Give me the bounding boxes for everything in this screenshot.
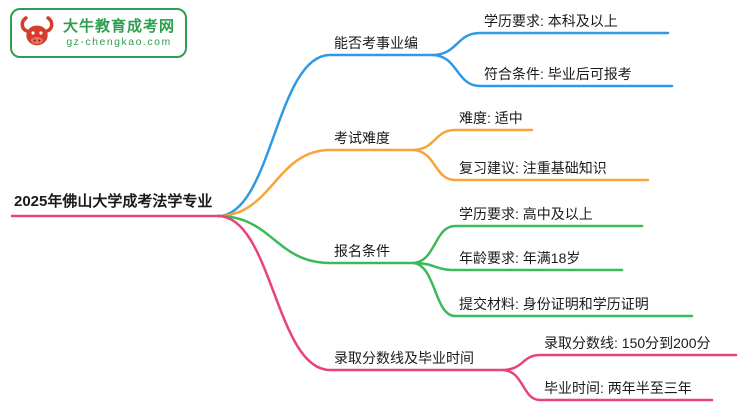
branch-node-scores: 录取分数线及毕业时间 (334, 350, 474, 366)
branch-node-requirements: 报名条件 (334, 243, 390, 259)
branch-line-career (216, 31, 674, 218)
child-node-score-line: 录取分数线: 150分到200分 (544, 335, 711, 351)
branch-node-career: 能否考事业编 (334, 35, 418, 51)
branch-line-requirements (216, 214, 694, 318)
child-node-req-materials: 提交材料: 身份证明和学历证明 (459, 296, 649, 312)
branch-line-scores (216, 214, 738, 402)
child-node-difficulty-advice: 复习建议: 注重基础知识 (459, 160, 607, 176)
child-node-graduation-time: 毕业时间: 两年半至三年 (544, 380, 692, 396)
root-node: 2025年佛山大学成考法学专业 (14, 193, 213, 210)
branch-node-difficulty: 考试难度 (334, 130, 390, 146)
site-logo: 大牛教育成考网 gz-chengkao.com (10, 8, 188, 58)
logo-text: 大牛教育成考网 gz-chengkao.com (63, 17, 175, 49)
logo-title: 大牛教育成考网 (63, 18, 176, 35)
logo-url: gz-chengkao.com (66, 36, 172, 48)
child-node-career-edu: 学历要求: 本科及以上 (484, 13, 618, 29)
branch-line-difficulty (216, 128, 650, 218)
child-node-req-education: 学历要求: 高中及以上 (459, 206, 593, 222)
child-node-career-eligibility: 符合条件: 毕业后可报考 (484, 66, 632, 82)
bull-icon (20, 16, 54, 46)
child-node-difficulty-level: 难度: 适中 (459, 110, 523, 126)
child-node-req-age: 年龄要求: 年满18岁 (459, 250, 581, 266)
